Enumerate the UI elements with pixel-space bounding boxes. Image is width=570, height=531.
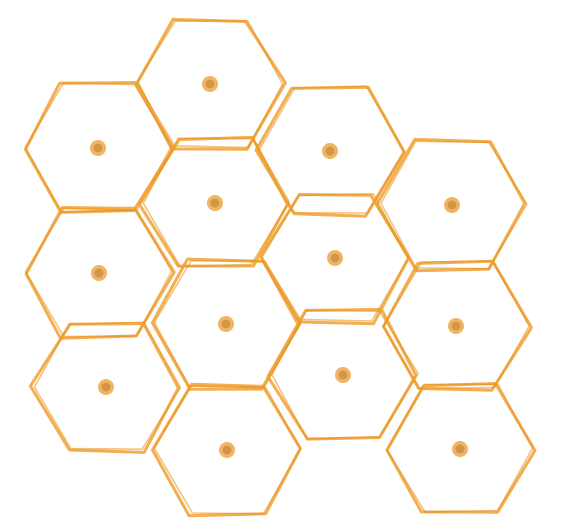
- hex-cell: [150, 257, 302, 391]
- hex-outline: [151, 382, 302, 518]
- hex-cell: [259, 193, 411, 326]
- hex-cell: [24, 206, 176, 340]
- hex-cell: [23, 81, 175, 214]
- hex-outline-sketch: [271, 309, 419, 440]
- hex-cell: [385, 382, 537, 514]
- hex-outline-sketch: [33, 321, 182, 451]
- center-dot: [330, 253, 340, 263]
- hex-cell: [28, 321, 182, 454]
- center-dot: [101, 382, 111, 392]
- hex-outline-sketch: [385, 383, 534, 513]
- center-dot: [447, 200, 457, 210]
- hex-outline-sketch: [153, 385, 302, 515]
- hex-outline-sketch: [142, 137, 291, 268]
- hex-outline: [254, 85, 406, 218]
- hex-outline: [138, 135, 289, 268]
- hex-outline: [259, 193, 411, 326]
- hex-outline-sketch: [261, 193, 410, 322]
- hex-outline-sketch: [380, 140, 528, 270]
- hex-cell: [151, 382, 302, 518]
- center-dot: [222, 445, 232, 455]
- center-dot: [325, 146, 335, 156]
- center-dot: [205, 79, 215, 89]
- center-dot: [93, 143, 103, 153]
- hex-cell: [138, 135, 291, 268]
- center-dot: [451, 321, 461, 331]
- hex-outline-sketch: [382, 260, 531, 390]
- hex-outline: [28, 322, 180, 454]
- hex-cell: [382, 259, 533, 392]
- center-dot: [455, 444, 465, 454]
- hex-outline: [150, 257, 302, 391]
- center-dot: [210, 198, 220, 208]
- cells-layer: [23, 17, 537, 518]
- center-dot: [94, 268, 104, 278]
- hex-outline-sketch: [24, 207, 173, 338]
- center-dot: [338, 370, 348, 380]
- hex-cell: [135, 17, 287, 151]
- hex-cell: [266, 307, 419, 441]
- center-dot: [221, 319, 231, 329]
